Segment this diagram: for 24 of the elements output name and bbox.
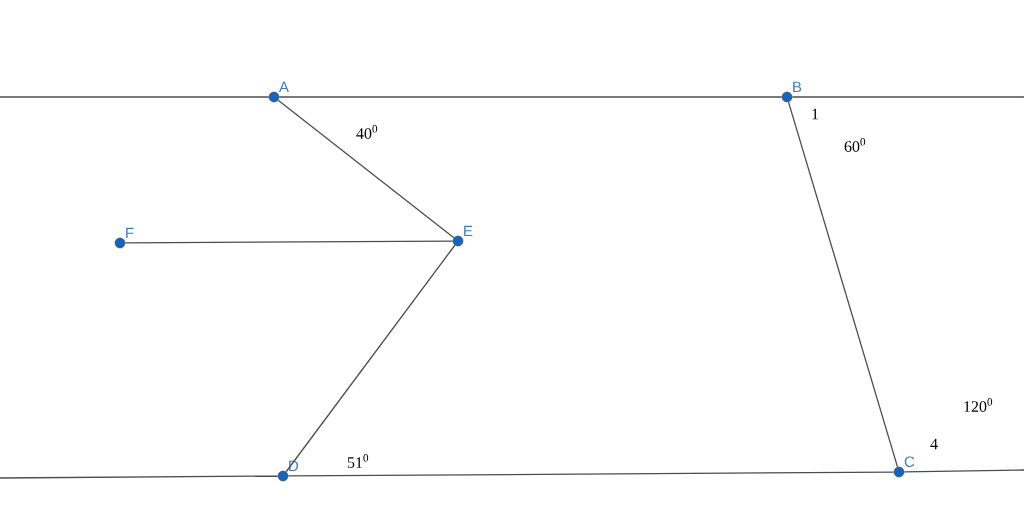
point: E (452, 225, 473, 247)
point: A (268, 81, 289, 103)
angle-label: 1 (812, 108, 819, 120)
node-label: F (126, 227, 134, 239)
point: D (277, 460, 299, 482)
angle-label: 40$^{0}$ (356, 125, 378, 139)
angle-label: 4 (930, 438, 938, 450)
angle-label: 60$^{0}$ (844, 138, 866, 152)
point: C (893, 456, 915, 478)
angle-label: 51$^{0}$ (347, 454, 369, 468)
line-segment (277, 99, 455, 239)
line-segment (124, 240, 454, 244)
line-segment (787, 101, 899, 468)
angle-label: 120$^{0}$ (964, 398, 993, 412)
line-segment (287, 471, 895, 477)
line-segment (285, 244, 456, 473)
line-segment (278, 96, 783, 98)
node-label: D (289, 460, 299, 472)
node-label: B (793, 81, 802, 93)
point: F (114, 227, 134, 249)
node-label: A (278, 81, 289, 93)
node-label: C (904, 456, 915, 468)
point: B (781, 81, 802, 103)
node-label: E (464, 225, 473, 237)
